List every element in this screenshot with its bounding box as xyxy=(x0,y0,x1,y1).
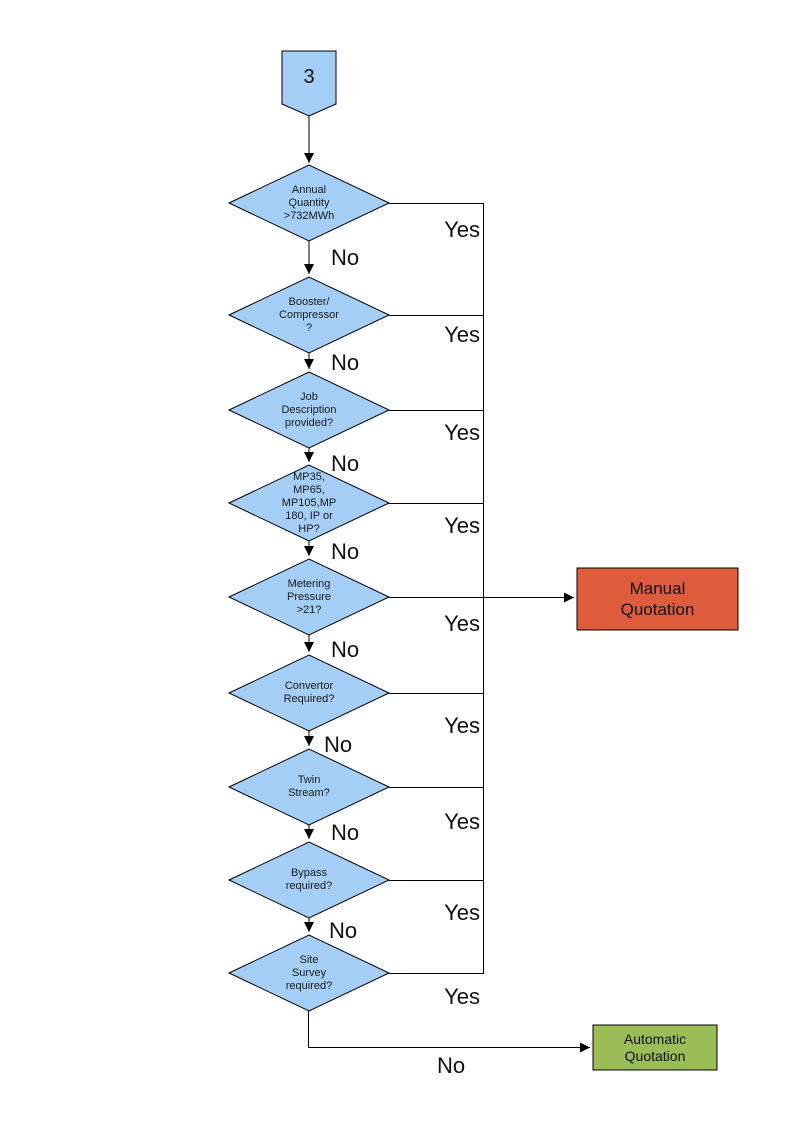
yes-label-job-description: Yes xyxy=(444,420,480,445)
no-label-bypass-required: No xyxy=(329,918,358,943)
decision-booster-compressor-label: Booster/ Compressor ? xyxy=(279,295,339,334)
decision-twin-stream-label: Twin Stream? xyxy=(288,774,330,799)
decision-job-description-label: Job Description provided? xyxy=(281,390,337,429)
decision-metering-pressure-label: Metering Pressure >21? xyxy=(286,577,332,616)
offpage-connector-label: 3 xyxy=(303,66,315,88)
yes-label-bypass-required: Yes xyxy=(444,900,480,925)
yes-label-meter-type: Yes xyxy=(444,513,480,538)
manual-quotation-label: Manual Quotation xyxy=(620,579,695,619)
no-label-meter-type: No xyxy=(331,539,360,564)
yes-label-annual-quantity: Yes xyxy=(444,217,480,242)
decision-convertor-required-label: Convertor Required? xyxy=(283,680,335,705)
yes-label-convertor-required: Yes xyxy=(444,713,480,738)
manual-quotation-terminal: Manual Quotation xyxy=(577,568,738,630)
automatic-quotation-label: Automatic Quotation xyxy=(623,1030,687,1064)
yes-label-metering-pressure: Yes xyxy=(444,611,480,636)
no-label-site-survey: No xyxy=(437,1053,466,1078)
no-label-annual-quantity: No xyxy=(331,245,360,270)
edge-to-automatic-quotation xyxy=(308,1011,590,1053)
decision-annual-quantity-label: Annual Quantity >732MWh xyxy=(283,183,335,222)
decision-bypass-required-label: Bypass required? xyxy=(285,867,333,892)
no-label-twin-stream: No xyxy=(331,820,360,845)
offpage-connector-shape xyxy=(281,50,337,117)
no-label-metering-pressure: No xyxy=(331,637,360,662)
manual-quotation-box xyxy=(576,567,739,631)
yes-label-booster-compressor: Yes xyxy=(444,322,480,347)
automatic-quotation-terminal: Automatic Quotation xyxy=(593,1025,717,1070)
decision-site-survey-label: Site Survey required? xyxy=(285,953,333,992)
automatic-quotation-box xyxy=(592,1024,718,1071)
decision-meter-type-label: MP35, MP65, MP105,MP180, IP or HP? xyxy=(281,470,337,535)
yes-label-twin-stream: Yes xyxy=(444,809,480,834)
no-label-job-description: No xyxy=(331,451,360,476)
no-label-booster-compressor: No xyxy=(331,350,360,375)
no-label-convertor-required: No xyxy=(324,732,353,757)
yes-label-site-survey: Yes xyxy=(444,984,480,1009)
